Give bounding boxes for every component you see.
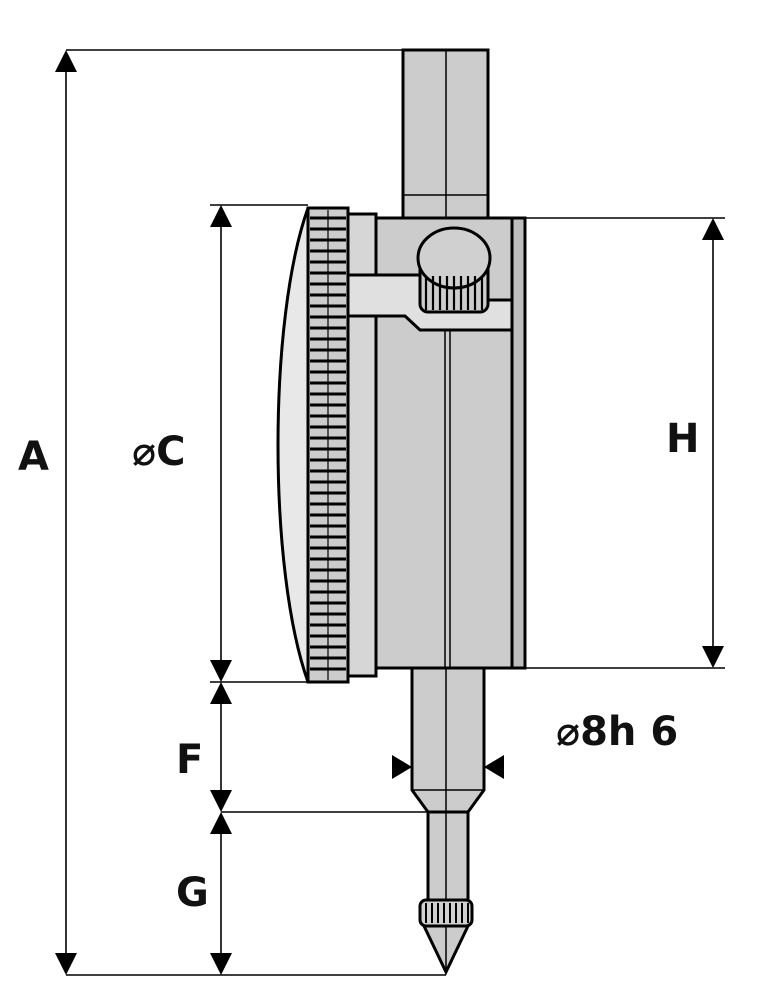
label-stem-diameter: ⌀8h 6 [556,709,678,755]
dimension-f [210,682,428,813]
dimension-c [210,204,308,683]
label-g: G [176,870,209,916]
label-a: A [18,434,49,480]
dimension-stem-diameter [392,755,504,779]
knurled-bezel [306,206,350,684]
dimension-a [55,49,446,976]
label-f: F [176,737,203,783]
knurl-pattern [310,210,346,680]
knob-knurl [424,276,484,310]
label-h: H [666,416,699,462]
back-plate [510,216,527,670]
contact-point [418,898,474,976]
plunger [426,810,470,909]
bottom-stem [410,666,486,814]
label-c: ⌀C [132,429,185,475]
top-stem [401,48,490,222]
dimension-h [525,217,725,669]
bezel-dome [276,206,314,684]
dimension-g [210,812,232,975]
tip-knurl [425,903,469,923]
dial-indicator [276,48,527,976]
lock-knob-icon [416,226,492,314]
